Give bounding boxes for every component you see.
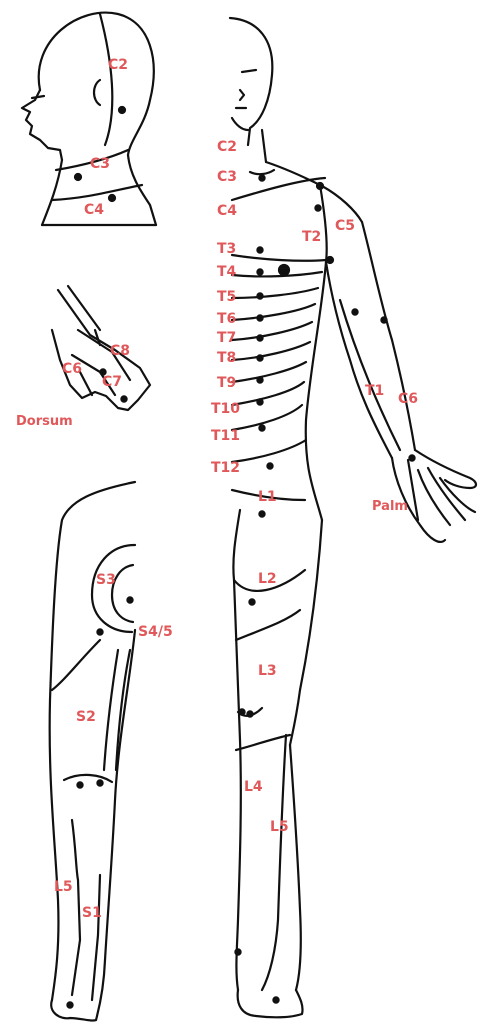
dermatome-label-body-l1: L1 [258,490,277,504]
dermatome-label-body-c2: C2 [217,140,237,154]
dermatome-label-hand-c6: C6 [62,362,82,376]
head-inset [22,13,156,225]
hand-caption: Dorsum [16,415,73,429]
dermatome-label-body-c5: C5 [335,219,355,233]
dermatome-label-body-t2: T2 [302,230,321,244]
body-figure [230,18,476,1017]
dermatome-label-head-c2: C2 [108,58,128,72]
dermatome-label-leg-s1: S1 [82,906,102,920]
dermatome-label-hand-c8: C8 [110,344,130,358]
dermatome-label-head-c3: C3 [90,157,110,171]
dermatome-label-body-l2: L2 [258,572,277,586]
dermatome-label-leg-s2: S2 [76,710,96,724]
dermatome-label-leg-s45: S4/5 [138,625,173,639]
leg-inset [50,482,135,1021]
dermatome-label-body-c4: C4 [217,204,237,218]
dermatome-label-body-t5: T5 [217,290,236,304]
dermatome-label-leg-l5: L5 [54,880,73,894]
dermatome-label-body-t12: T12 [211,461,240,475]
dermatome-label-body-t10: T10 [211,402,240,416]
dermatome-label-body-l5: L5 [270,820,289,834]
dermatome-label-body-t8: T8 [217,351,236,365]
dermatome-label-body-l3: L3 [258,664,277,678]
dermatome-label-hand-c7: C7 [102,375,122,389]
dermatome-label-arm-t1: T1 [365,384,384,398]
dermatome-label-body-t4: T4 [217,265,236,279]
palm-caption: Palm [372,500,408,514]
dermatome-label-head-c4: C4 [84,203,104,217]
hand-dorsum-inset [52,286,150,410]
dermatome-label-arm-c6: C6 [398,392,418,406]
dermatome-label-body-t6: T6 [217,312,236,326]
dermatome-label-body-l4: L4 [244,780,263,794]
dermatome-label-body-t3: T3 [217,242,236,256]
dermatome-label-leg-s3: S3 [96,573,116,587]
dermatome-label-body-t11: T11 [211,429,240,443]
dermatome-label-body-t9: T9 [217,376,236,390]
dermatome-label-body-t7: T7 [217,331,236,345]
dermatome-label-body-c3: C3 [217,170,237,184]
